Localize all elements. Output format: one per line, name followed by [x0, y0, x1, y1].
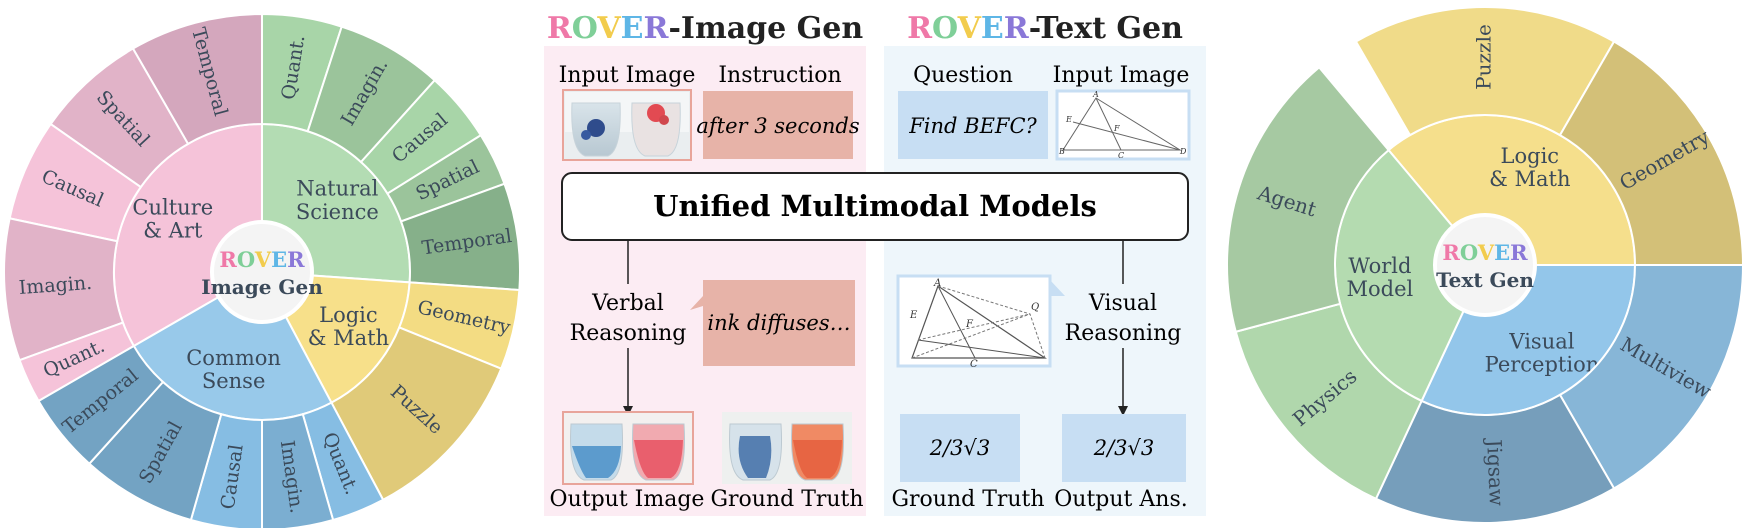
question-label: Question [913, 63, 1013, 88]
ground-truth-photo [722, 412, 852, 484]
text-gen-title: ROVER-Text Gen [907, 11, 1183, 46]
input-image-label: Input Image [559, 63, 696, 88]
right-segment-1-0 [1558, 264, 1745, 490]
verbal-reasoning-line2: Reasoning [570, 321, 687, 346]
geometry-reasoning-diagram: A E F Q C [896, 274, 1052, 370]
output-image-photo [562, 411, 694, 485]
right-group-label-1-line2: Perception [1485, 352, 1600, 376]
right-group-label-2-line2: Model [1347, 277, 1414, 301]
left-segment-0-1 [49, 47, 190, 189]
image-ground-truth-label: Ground Truth [710, 487, 863, 512]
right-center-label: Text Gen [1436, 268, 1534, 292]
right-group-label-0-line1: Logic [1501, 144, 1560, 168]
geometry-input-image: A E F B C D [1055, 89, 1191, 161]
text-arrow-head [1118, 406, 1128, 416]
right-segment-label-1-1: Jigsaw [1482, 437, 1509, 507]
left-segment-0-3 [3, 217, 125, 362]
text-gen-sunburst: Logic& MathPuzzleGeometryVisualPerceptio… [1226, 6, 1745, 524]
output-answer-box [1062, 414, 1186, 482]
image-gen-sunburst: Culture& ArtTemporalSpatialCausalImagin.… [3, 12, 521, 528]
big-point-label-e: E [909, 310, 918, 321]
verbal-reasoning-line1: Verbal [591, 291, 664, 316]
question-box [898, 91, 1048, 159]
output-answer: 2/3√3 [1093, 436, 1155, 460]
big-point-label-f: F [965, 319, 974, 330]
right-center-circle [1433, 213, 1537, 317]
point-label-b: B [1058, 147, 1065, 156]
right-segment-0-0 [1354, 6, 1616, 137]
question-text: Find BEFC? [908, 114, 1037, 138]
left-rover-logo: ROVER [219, 247, 305, 272]
right-group-label-2-line1: World [1348, 254, 1411, 278]
visual-reasoning-line1: Visual [1088, 291, 1157, 316]
instruction-box [703, 91, 853, 159]
right-group-label-0-line2: & Math [1489, 167, 1570, 191]
output-ans-label: Output Ans. [1054, 487, 1187, 512]
right-segment-0-1 [1558, 40, 1745, 266]
right-rover-logo: ROVER [1442, 240, 1528, 265]
left-group-label-1-line1: Natural [296, 177, 378, 201]
left-group-label-0-line1: Culture [132, 195, 213, 219]
big-point-label-a: A [933, 278, 941, 289]
ground-truth-answer-box [900, 414, 1020, 482]
right-segment-2-1 [1226, 65, 1390, 333]
left-segment-label-0-3: Imagin. [18, 272, 93, 299]
input-image-photo [562, 89, 692, 161]
left-segment-3-4 [37, 344, 165, 466]
left-segment-0-2 [8, 122, 143, 243]
left-group-label-0-line2: & Art [143, 219, 203, 243]
ground-truth-answer: 2/3√3 [929, 436, 991, 460]
reasoning-bubble [690, 280, 855, 366]
left-group-label-3-line2: Sense [202, 369, 266, 393]
visual-reasoning-pointer [1050, 280, 1065, 296]
left-group-label-1-line2: Science [296, 200, 379, 224]
text-input-image-label: Input Image [1053, 63, 1190, 88]
instruction-label: Instruction [718, 63, 841, 88]
left-center-circle [210, 220, 314, 324]
left-group-label-2-line2: & Math [308, 326, 389, 350]
unified-models-box [561, 172, 1189, 241]
instruction-text: after 3 seconds [696, 114, 859, 138]
left-center-label: Image Gen [201, 275, 323, 299]
image-gen-title: ROVER-Image Gen [547, 11, 864, 46]
point-label-f: F [1113, 124, 1120, 133]
right-group-label-1-line1: Visual [1508, 329, 1574, 353]
big-point-label-q: Q [1031, 302, 1039, 313]
right-segment-label-0-0: Puzzle [1472, 24, 1496, 90]
point-label-c: C [1118, 151, 1124, 160]
point-label-d: D [1179, 147, 1187, 156]
text-ground-truth-label: Ground Truth [891, 487, 1044, 512]
point-label-a: A [1092, 90, 1099, 99]
point-label-e: E [1065, 115, 1072, 124]
big-point-label-c: C [970, 359, 978, 370]
output-image-label: Output Image [550, 487, 705, 512]
reasoning-text: ink diffuses… [707, 311, 850, 335]
left-group-label-2-line1: Logic [319, 303, 378, 327]
left-group-label-3-line1: Common [186, 346, 281, 370]
left-segment-0-4 [18, 321, 136, 403]
unified-models-label: Unified Multimodal Models [653, 189, 1097, 223]
visual-reasoning-line2: Reasoning [1065, 321, 1182, 346]
